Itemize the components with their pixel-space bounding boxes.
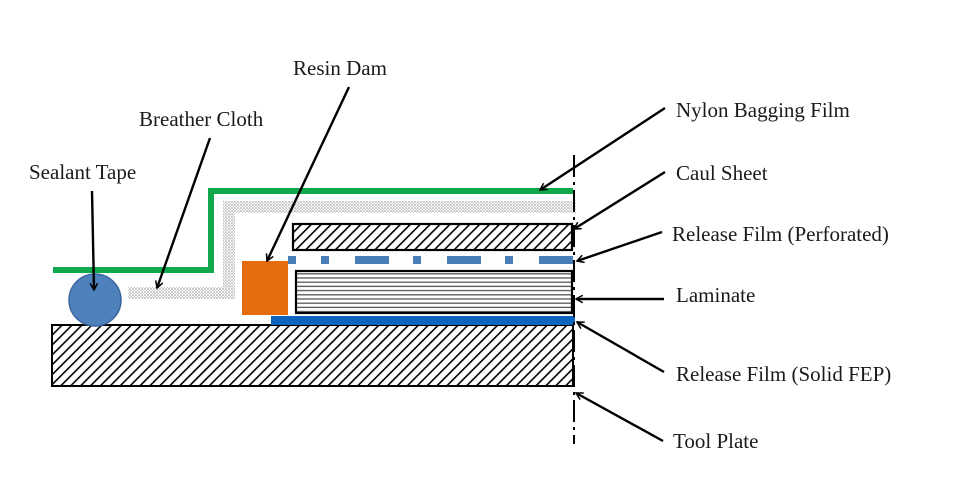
label-nylon-bagging-film: Nylon Bagging Film bbox=[676, 98, 850, 122]
leader-resin-dam bbox=[267, 86, 351, 261]
laminate bbox=[294, 269, 574, 315]
leader-release-film-perforated bbox=[577, 230, 663, 261]
release-film-solid bbox=[271, 316, 575, 325]
leader-tool-plate bbox=[576, 391, 664, 443]
label-resin-dam: Resin Dam bbox=[293, 56, 387, 80]
label-release-film-solid: Release Film (Solid FEP) bbox=[676, 362, 891, 386]
leader-breather-cloth bbox=[157, 137, 212, 288]
leader-release-film-solid bbox=[577, 320, 665, 374]
resin-dam bbox=[242, 261, 288, 315]
leader-nylon-bagging-film bbox=[540, 106, 666, 192]
caul-sheet bbox=[291, 222, 574, 252]
label-sealant-tape: Sealant Tape bbox=[29, 160, 136, 184]
label-laminate: Laminate bbox=[676, 283, 755, 307]
nylon-bagging-film bbox=[53, 188, 573, 273]
leader-caul-sheet bbox=[574, 170, 666, 231]
leader-sealant-tape bbox=[92, 190, 94, 290]
label-caul-sheet: Caul Sheet bbox=[676, 161, 768, 185]
tool-plate bbox=[51, 324, 574, 387]
label-breather-cloth: Breather Cloth bbox=[139, 107, 264, 131]
breather-cloth bbox=[128, 201, 576, 299]
label-tool-plate: Tool Plate bbox=[673, 429, 758, 453]
sealant-tape bbox=[68, 273, 122, 327]
label-release-film-perforated: Release Film (Perforated) bbox=[672, 222, 889, 246]
release-film-perforated bbox=[288, 256, 573, 264]
